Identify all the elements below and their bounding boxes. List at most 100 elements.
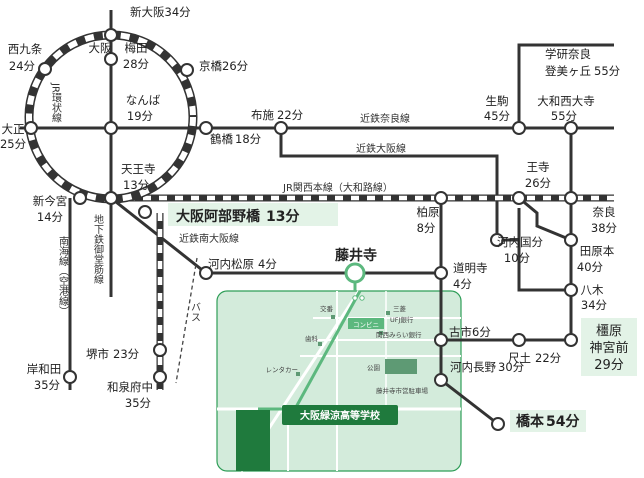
park-label: 公園	[367, 364, 380, 372]
jr-kansai-line	[111, 194, 614, 390]
kashiwara-name: 柏原	[417, 205, 440, 219]
domyoji-time: 4分	[453, 277, 472, 291]
hashimoto-time: 54分	[546, 414, 579, 430]
svg-text:古市6分: 古市6分	[449, 325, 491, 339]
mitsubishi-label: 三菱	[393, 304, 407, 313]
jr-kansai-label: JR関西本線（大和路線）	[282, 181, 393, 194]
kashihara-time: 29分	[594, 358, 624, 373]
nara-time: 38分	[591, 221, 618, 235]
shin-imamiya-time: 14分	[37, 210, 64, 224]
shin-osaka-name: 新大阪	[130, 5, 165, 19]
taisho-time: 25分	[0, 137, 27, 151]
tsuruhashi-name: 鶴橋	[210, 132, 233, 146]
shin-osaka-time: 34分	[165, 5, 192, 19]
kintetsu-minami-osaka-label: 近鉄南大阪線	[179, 232, 239, 245]
tennoji-time: 13分	[123, 178, 150, 192]
kansai-mirai-label: 関西みらい銀行	[376, 330, 422, 339]
oji-name: 王寺	[527, 160, 550, 174]
sakai-name: 堺市	[86, 347, 109, 361]
konbini-block	[348, 318, 384, 329]
abeno-time: 13分	[266, 209, 299, 225]
station-markers	[24, 28, 578, 431]
namba-time: 19分	[127, 109, 154, 123]
gakken-name-1: 学研奈良	[545, 47, 591, 61]
sakai-time: 23分	[113, 347, 140, 361]
kawachi-nagano-time: 30分	[498, 360, 525, 374]
abeno-name: 大阪阿部野橋	[176, 208, 261, 225]
yagi-time: 34分	[581, 298, 608, 312]
taisho-name: 大正	[2, 122, 25, 136]
ikoma-name: 生駒	[486, 94, 509, 108]
kashihara-highlight	[581, 318, 637, 376]
izumi-fuchu-time: 35分	[125, 396, 152, 410]
namba-name: なんば	[126, 93, 161, 107]
svg-text:京橋26分: 京橋26分	[199, 59, 249, 73]
nankai-label: 南海線（空港線）	[57, 235, 69, 316]
kawachi-kokubu-name: 河内国分	[497, 235, 543, 249]
kashiwara-time: 8分	[417, 221, 436, 235]
subway-label: 地下鉄御堂筋線	[92, 213, 104, 284]
bus-route	[175, 257, 198, 384]
ikoma-time: 45分	[484, 109, 511, 123]
city-parking-label: 藤井寺市営駐車場	[376, 386, 429, 395]
oji-time: 26分	[525, 176, 552, 190]
taharamoto-time: 40分	[577, 260, 604, 274]
kishiwada-name: 岸和田	[27, 362, 62, 376]
domyoji-name: 道明寺	[453, 261, 488, 275]
koban-label: 交番	[320, 304, 334, 313]
ufj-label: UFJ銀行	[390, 315, 414, 324]
station-labels: 新大阪34分 西九条 24分 大阪 梅田 28分 京橋26分 なんば 19分 大…	[0, 5, 637, 432]
fuse-time: 22分	[277, 108, 304, 122]
school-label-box	[282, 405, 398, 425]
dental-label: 歯科	[305, 334, 319, 343]
school-block	[236, 410, 270, 471]
kintetsu-osaka-label: 近鉄大阪線	[356, 142, 406, 155]
kawachi-matsubara-name: 河内松原	[208, 257, 254, 271]
line-labels: JR環状線 近鉄奈良線 近鉄大阪線 JR関西本線（大和路線） 近鉄南大阪線 地下…	[50, 82, 411, 322]
kyobashi-name: 京橋	[199, 59, 222, 73]
kawachi-matsubara-time: 4分	[258, 257, 277, 271]
gakken-name-2: 登美ヶ丘	[545, 64, 591, 78]
park-block	[385, 359, 417, 374]
fujiidera-marker	[344, 262, 366, 284]
shakudo-name: 尺土	[508, 351, 531, 365]
inset-frame	[216, 290, 462, 472]
abeno-highlight	[168, 203, 338, 226]
yamato-saidaiji-name: 大和西大寺	[537, 94, 595, 108]
tsuruhashi-time: 18分	[235, 132, 262, 146]
svg-text:新大阪34分: 新大阪34分	[130, 5, 191, 19]
fujiidera-name: 藤井寺	[335, 247, 377, 264]
walking-route	[293, 290, 362, 410]
konbini-label: コンビニ	[353, 320, 379, 329]
yagi-name: 八木	[581, 283, 604, 297]
kintetsu-minami-osaka-line	[110, 196, 571, 342]
hashimoto-name: 橋本	[516, 413, 545, 430]
hashimoto-highlight	[510, 410, 586, 432]
jr-loop-label: JR環状線	[50, 82, 62, 123]
fuse-name: 布施	[251, 108, 274, 122]
shakudo-time: 22分	[535, 351, 562, 365]
school-label: 大阪緑涼高等学校	[300, 409, 381, 422]
osaka-name: 大阪	[89, 41, 112, 55]
bus-label: バス	[189, 302, 201, 322]
kyobashi-time: 26分	[222, 59, 249, 73]
tennoji-name: 天王寺	[121, 162, 156, 176]
nishikujo-time: 24分	[9, 59, 36, 73]
nara-name: 奈良	[593, 205, 616, 219]
kawachi-nagano-name: 河内長野	[450, 360, 496, 374]
gakken-time: 55分	[594, 64, 621, 78]
kishiwada-time: 35分	[34, 378, 61, 392]
izumi-fuchu-name: 和泉府中	[107, 380, 153, 394]
kawachi-kokubu-time: 10分	[504, 251, 531, 265]
shin-imamiya-name: 新今宮	[33, 194, 68, 208]
yamato-saidaiji-time: 55分	[551, 109, 578, 123]
furuichi-time: 6分	[472, 325, 491, 339]
